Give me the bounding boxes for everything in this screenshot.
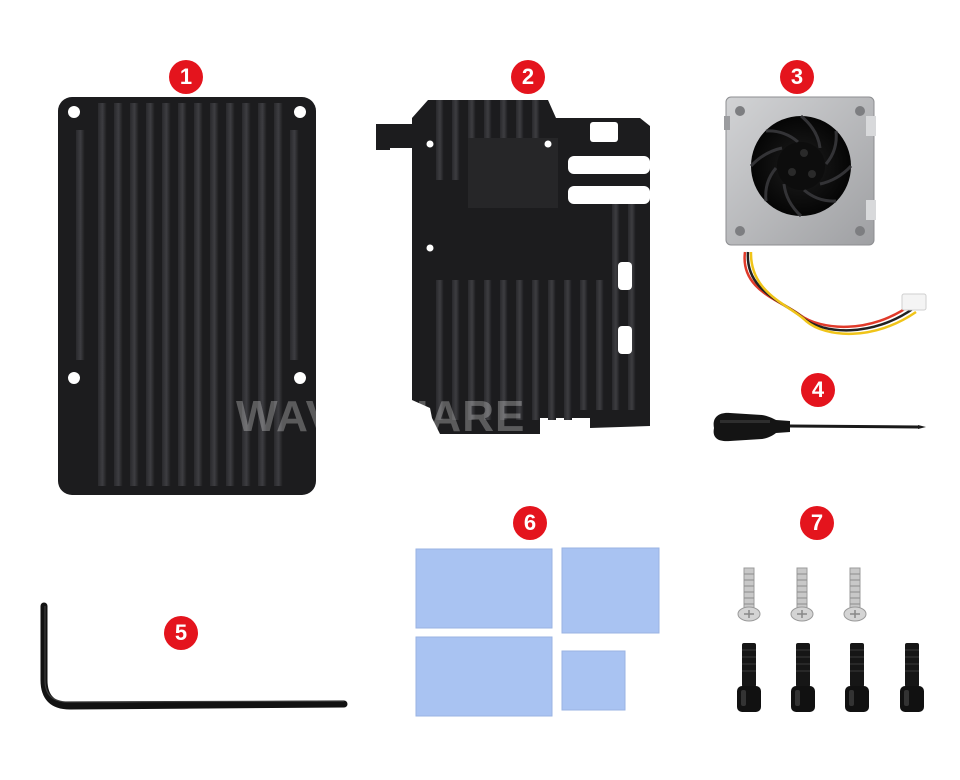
screwdriver — [713, 412, 926, 442]
hex-key — [40, 602, 348, 710]
port-cutout — [618, 326, 632, 354]
thermal-pads — [415, 547, 660, 717]
fan-blades — [749, 114, 853, 218]
top-heatsink-fins — [76, 103, 299, 486]
black-screw — [791, 643, 815, 712]
screws — [737, 567, 924, 712]
mount-hole — [294, 372, 306, 384]
item-badge-7: 7 — [800, 506, 834, 540]
silver-screw — [843, 567, 867, 622]
cooling-fan — [724, 96, 927, 335]
item-badge-5: 5 — [164, 616, 198, 650]
usb-cutout — [568, 186, 650, 204]
black-screw — [737, 643, 761, 712]
watermark: WAVESHARE — [236, 392, 526, 441]
item-badge-1: 1 — [169, 60, 203, 94]
black-screw — [845, 643, 869, 712]
black-screw — [900, 643, 924, 712]
thermal-pad — [561, 547, 660, 634]
thermal-pad — [561, 650, 626, 711]
item-badge-2: 2 — [511, 60, 545, 94]
item-badge-4: 4 — [801, 373, 835, 407]
frame-cutout — [590, 122, 618, 142]
mount-hole — [68, 106, 80, 118]
fan-connector — [901, 293, 927, 311]
bottom-heatsink-frame — [376, 100, 650, 434]
item-badge-3: 3 — [780, 60, 814, 94]
mount-hole — [68, 372, 80, 384]
silver-screw — [737, 567, 761, 622]
item-badge-6: 6 — [513, 506, 547, 540]
mount-hole — [294, 106, 306, 118]
usb-cutout — [568, 156, 650, 174]
top-heatsink — [58, 97, 316, 495]
port-cutout — [618, 262, 632, 290]
thermal-pad — [415, 636, 553, 717]
thermal-pad — [415, 548, 553, 629]
silver-screw — [790, 567, 814, 622]
